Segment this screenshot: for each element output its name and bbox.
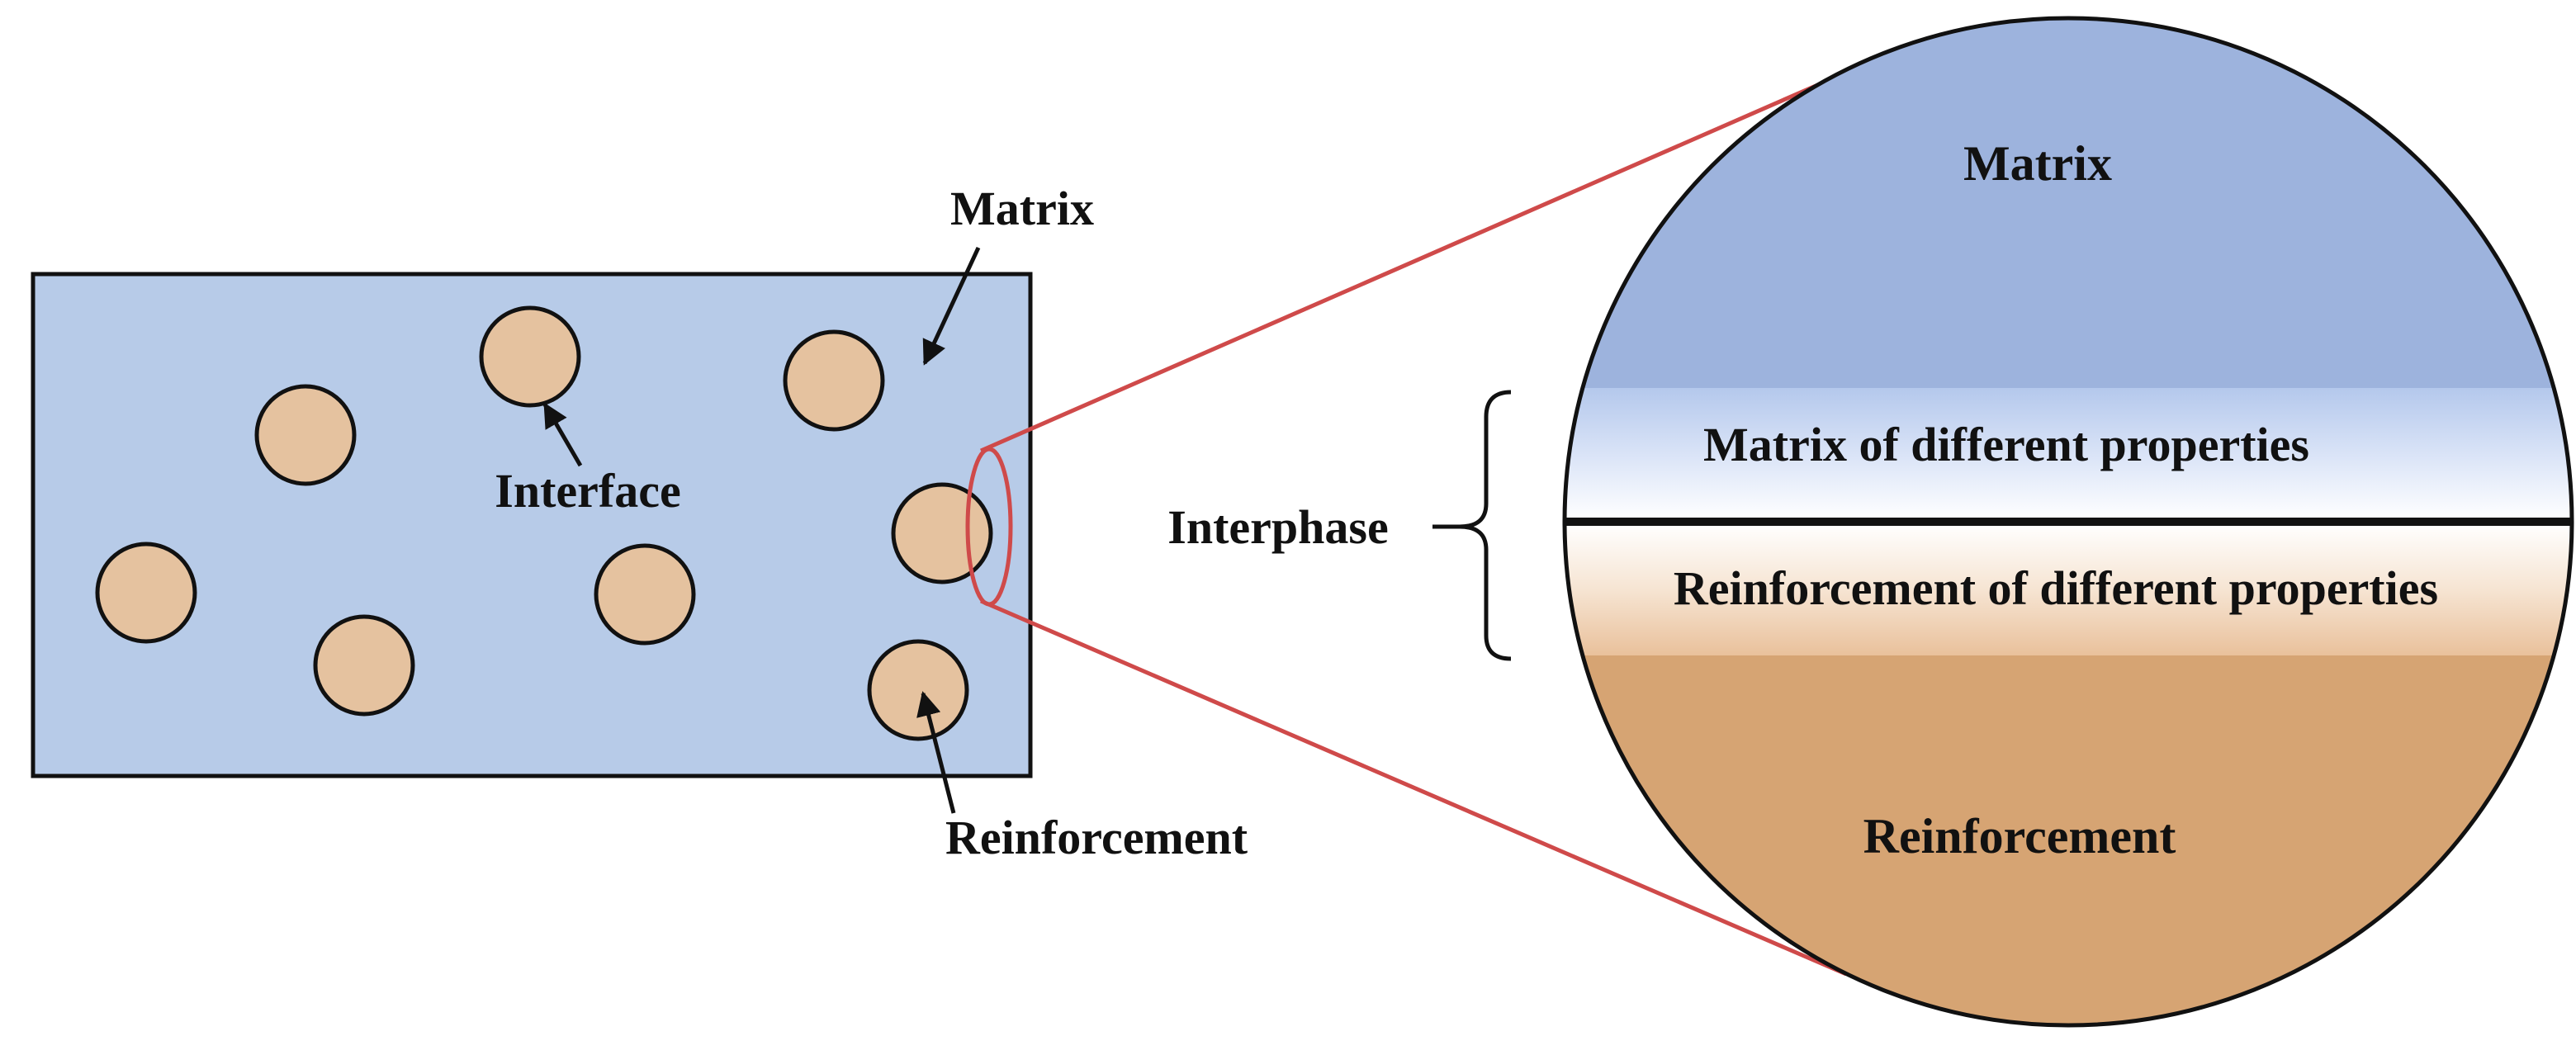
interface-label: Interface (495, 464, 680, 518)
matrix-arrow (922, 246, 981, 366)
zoom-reinforcement-interphase-band (1565, 523, 2572, 657)
zoom-matrix-interphase-band (1565, 388, 2572, 520)
reinforcement-arrow (916, 691, 956, 814)
zoom-line-top (979, 75, 1836, 453)
zoom-region-marker (965, 447, 1013, 607)
particle (254, 384, 357, 486)
reinforcement-particles (95, 305, 993, 741)
zoom-line-bottom (980, 598, 1847, 977)
zoom-reinforcement-different-label: Reinforcement of different properties (1674, 561, 2438, 615)
particle (313, 614, 415, 717)
zoom-matrix-region (1565, 18, 2572, 390)
zoom-reinforcement-label: Reinforcement (1863, 809, 2176, 863)
particle (95, 542, 197, 644)
matrix-label: Matrix (950, 182, 1094, 235)
particle (783, 329, 885, 432)
interface-arrow (542, 402, 583, 467)
particle (594, 543, 696, 646)
zoom-matrix-label: Matrix (1963, 136, 2112, 191)
particle (479, 305, 581, 408)
particle (891, 482, 993, 584)
interphase-label: Interphase (1167, 500, 1388, 554)
reinforcement-label: Reinforcement (945, 811, 1248, 864)
particle (867, 639, 969, 741)
zoom-matrix-different-label: Matrix of different properties (1703, 418, 2309, 471)
magnified-view-outline (1562, 16, 2574, 1028)
interphase-brace (1459, 390, 1512, 661)
